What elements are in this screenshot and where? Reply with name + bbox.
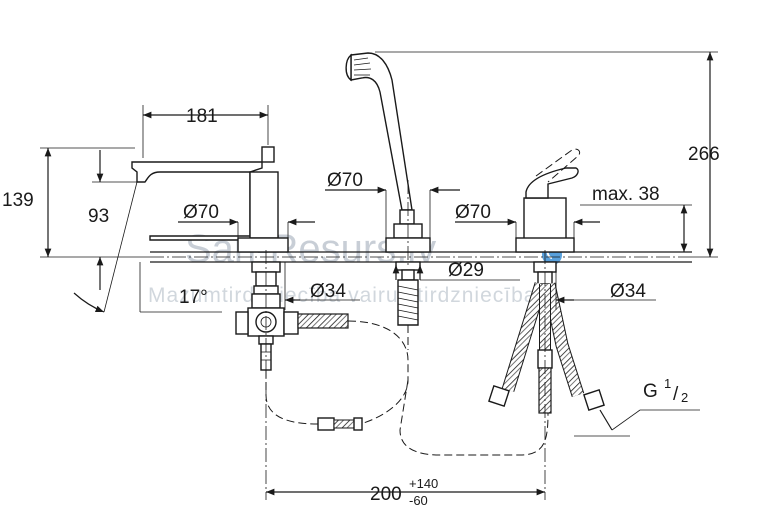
dim-thread-label: G xyxy=(643,381,658,402)
dim-spacing-tol-lower: -60 xyxy=(409,493,428,508)
dim-outlet-height: 93 xyxy=(88,206,109,227)
dim-thread-denominator: 2 xyxy=(681,390,688,405)
dim-angle: 17° xyxy=(179,287,208,308)
dim-max-deck-thickness: max. 38 xyxy=(592,184,660,205)
dim-shower-hole-diameter: Ø29 xyxy=(448,260,484,281)
dim-shower-base-diameter: Ø70 xyxy=(327,170,363,191)
dim-spout-length: 181 xyxy=(186,106,218,127)
dim-thread-slash: / xyxy=(673,384,679,405)
dimension-lines xyxy=(40,51,718,496)
dim-mixer-hole-diameter: Ø34 xyxy=(610,281,646,302)
dim-thread-numerator: 1 xyxy=(664,376,671,391)
dim-spout-height: 139 xyxy=(2,190,34,211)
watermark-tagline: Mazumtirdzniecība vairumtirdzniecība xyxy=(148,284,536,307)
dim-total-height: 266 xyxy=(688,144,720,165)
dimension-labels: 181 266 139 93 17° Ø70 Ø70 Ø70 max. 38 Ø… xyxy=(2,106,720,508)
dim-spacing-tol-upper: +140 xyxy=(409,476,438,491)
dim-spacing: 200 xyxy=(370,484,402,505)
dim-mixer-base-diameter: Ø70 xyxy=(455,202,491,223)
dim-spout-hole-diameter: Ø34 xyxy=(310,281,346,302)
dim-spout-base-diameter: Ø70 xyxy=(183,202,219,223)
center-lines xyxy=(265,180,546,500)
